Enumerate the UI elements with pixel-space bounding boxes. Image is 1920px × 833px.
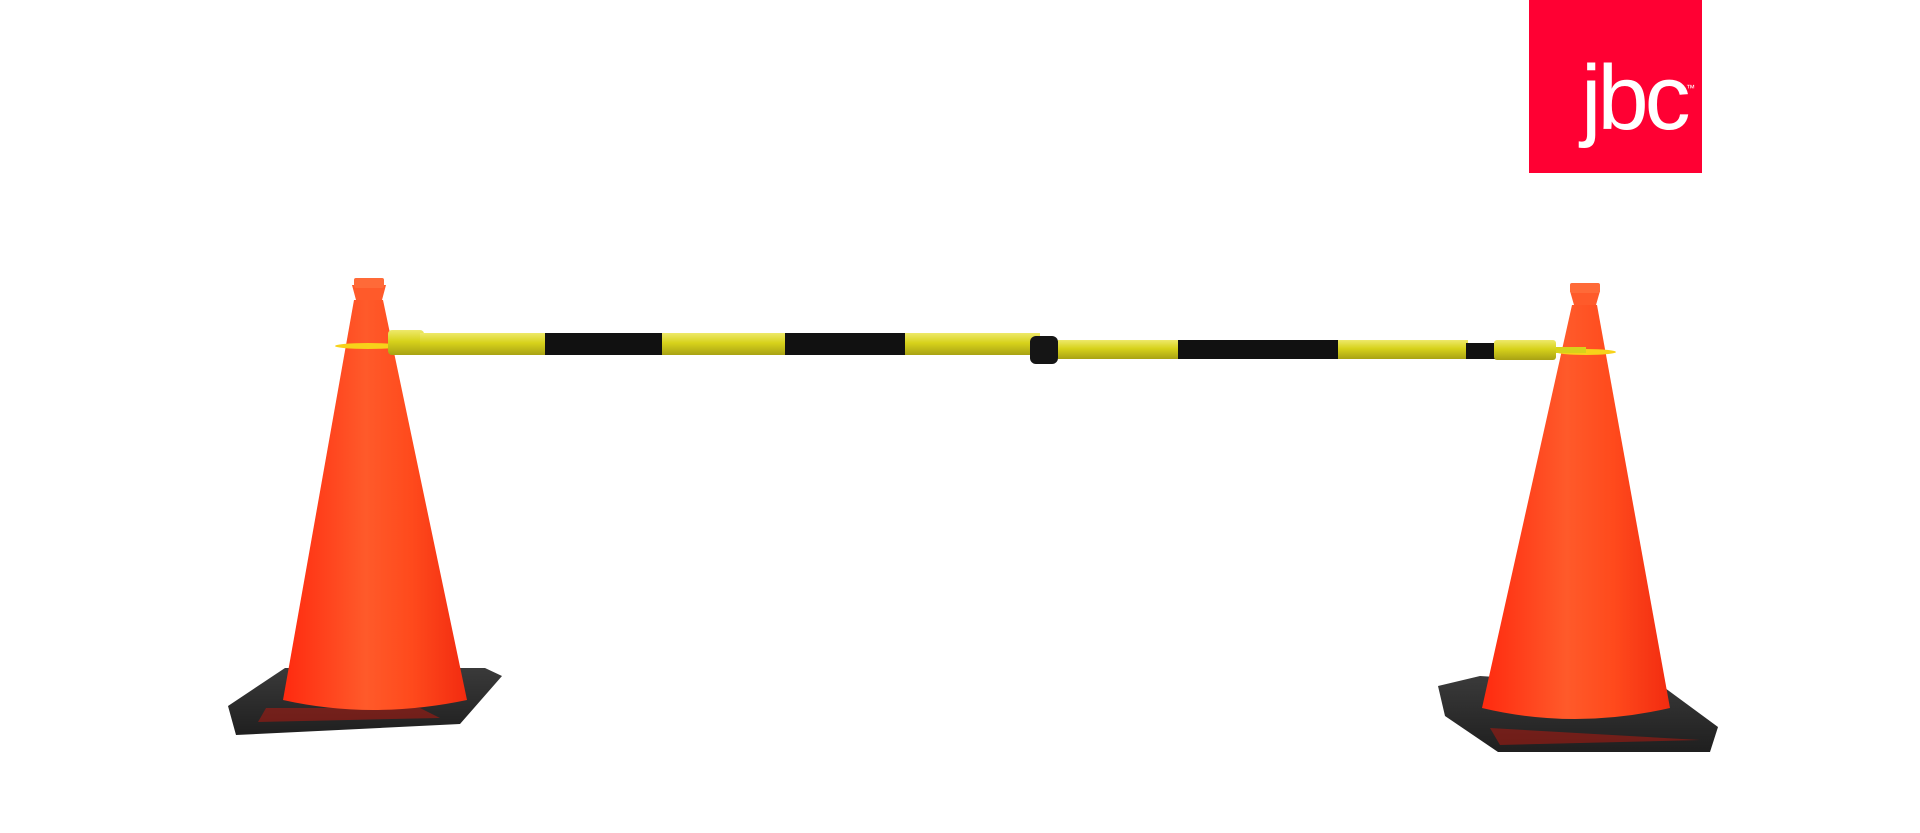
brand-logo: jbc ™ (1529, 0, 1702, 173)
left-cone-tip (352, 285, 386, 300)
right-cone-tip (1570, 291, 1600, 305)
trademark-symbol: ™ (1686, 83, 1695, 93)
right-cone-body (1482, 305, 1670, 719)
barrier-bar (388, 330, 1586, 364)
right-cone (1438, 283, 1718, 752)
brand-logo-text: jbc (1581, 47, 1691, 149)
left-cone-body (283, 300, 467, 710)
left-cone (228, 278, 502, 735)
